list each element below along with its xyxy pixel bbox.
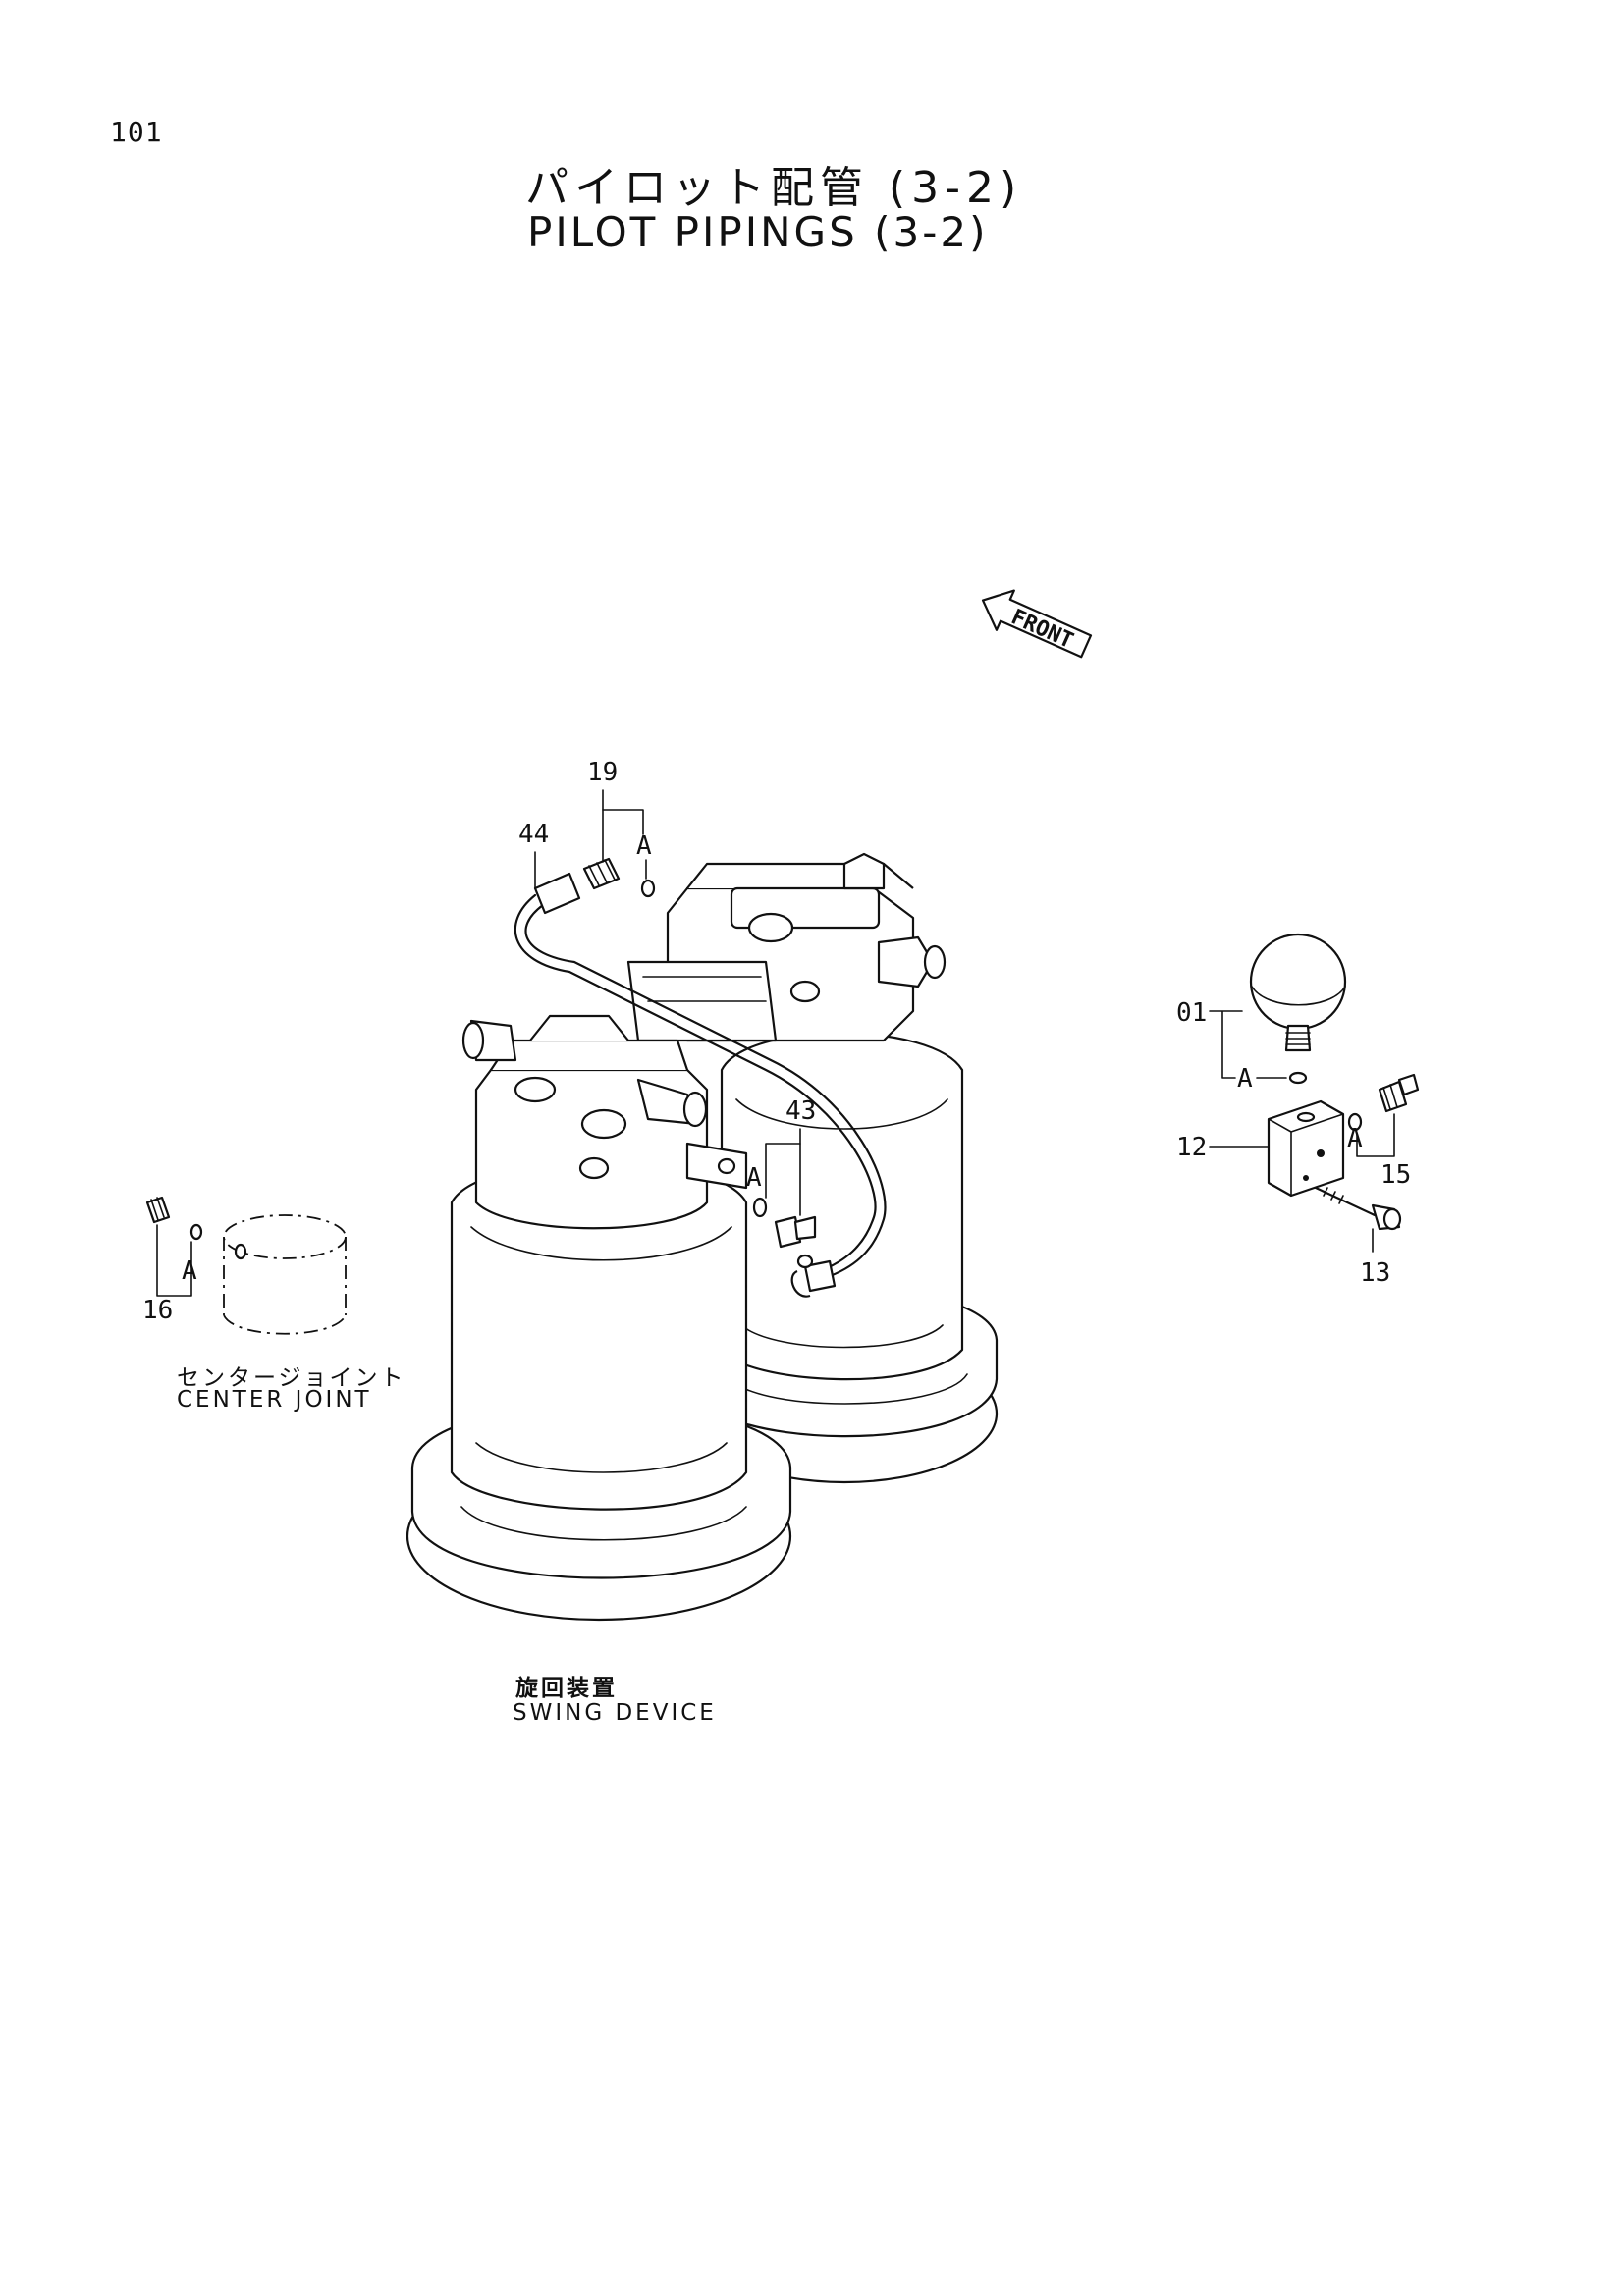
svg-text:A: A [1347,1124,1363,1153]
svg-text:43: 43 [785,1096,816,1126]
swing-device-rear [626,852,999,1484]
svg-text:A: A [182,1256,197,1286]
svg-text:44: 44 [518,820,549,849]
svg-text:16: 16 [142,1296,173,1325]
swing-device-front [406,1014,792,1622]
svg-text:19: 19 [587,758,618,787]
center-joint-label-ja: センタージョイント [177,1365,406,1391]
swing-device-label-ja: 旋回装置 [515,1676,618,1701]
adapter-19 [582,857,656,898]
svg-text:A: A [636,831,652,861]
adapter-15 [1347,1073,1420,1132]
block-12 [1267,1099,1345,1198]
callout-19: 19 A [587,758,652,880]
page-number: 101 [110,116,163,148]
callout-44: 44 [518,820,549,889]
front-arrow-label: FRONT [1007,605,1077,654]
accumulator [1249,933,1347,1085]
svg-text:A: A [1237,1064,1253,1094]
title-japanese: パイロット配管 (3-2) [525,163,1023,213]
callout-01: 01 A [1176,998,1287,1094]
swing-device-label-en: SWING DEVICE [513,1700,717,1726]
svg-text:A: A [746,1163,762,1193]
svg-text:13: 13 [1360,1258,1390,1288]
front-arrow: FRONT [981,589,1093,659]
callout-43: 43 A [746,1096,816,1216]
callout-15: A 15 [1347,1113,1411,1190]
svg-text:15: 15 [1380,1160,1411,1190]
center-joint [145,1196,347,1335]
callout-12: 12 [1176,1133,1270,1162]
bolt-13 [1314,1186,1402,1231]
callout-16: A 16 [142,1224,197,1325]
title-english: PILOT PIPINGS (3-2) [527,208,989,256]
svg-text:12: 12 [1176,1133,1207,1162]
center-joint-label-en: CENTER JOINT [177,1387,372,1413]
adapter-43 [752,1197,817,1269]
pilot-hose [514,872,887,1298]
callout-13: 13 [1360,1228,1390,1288]
svg-text:01: 01 [1176,998,1207,1028]
